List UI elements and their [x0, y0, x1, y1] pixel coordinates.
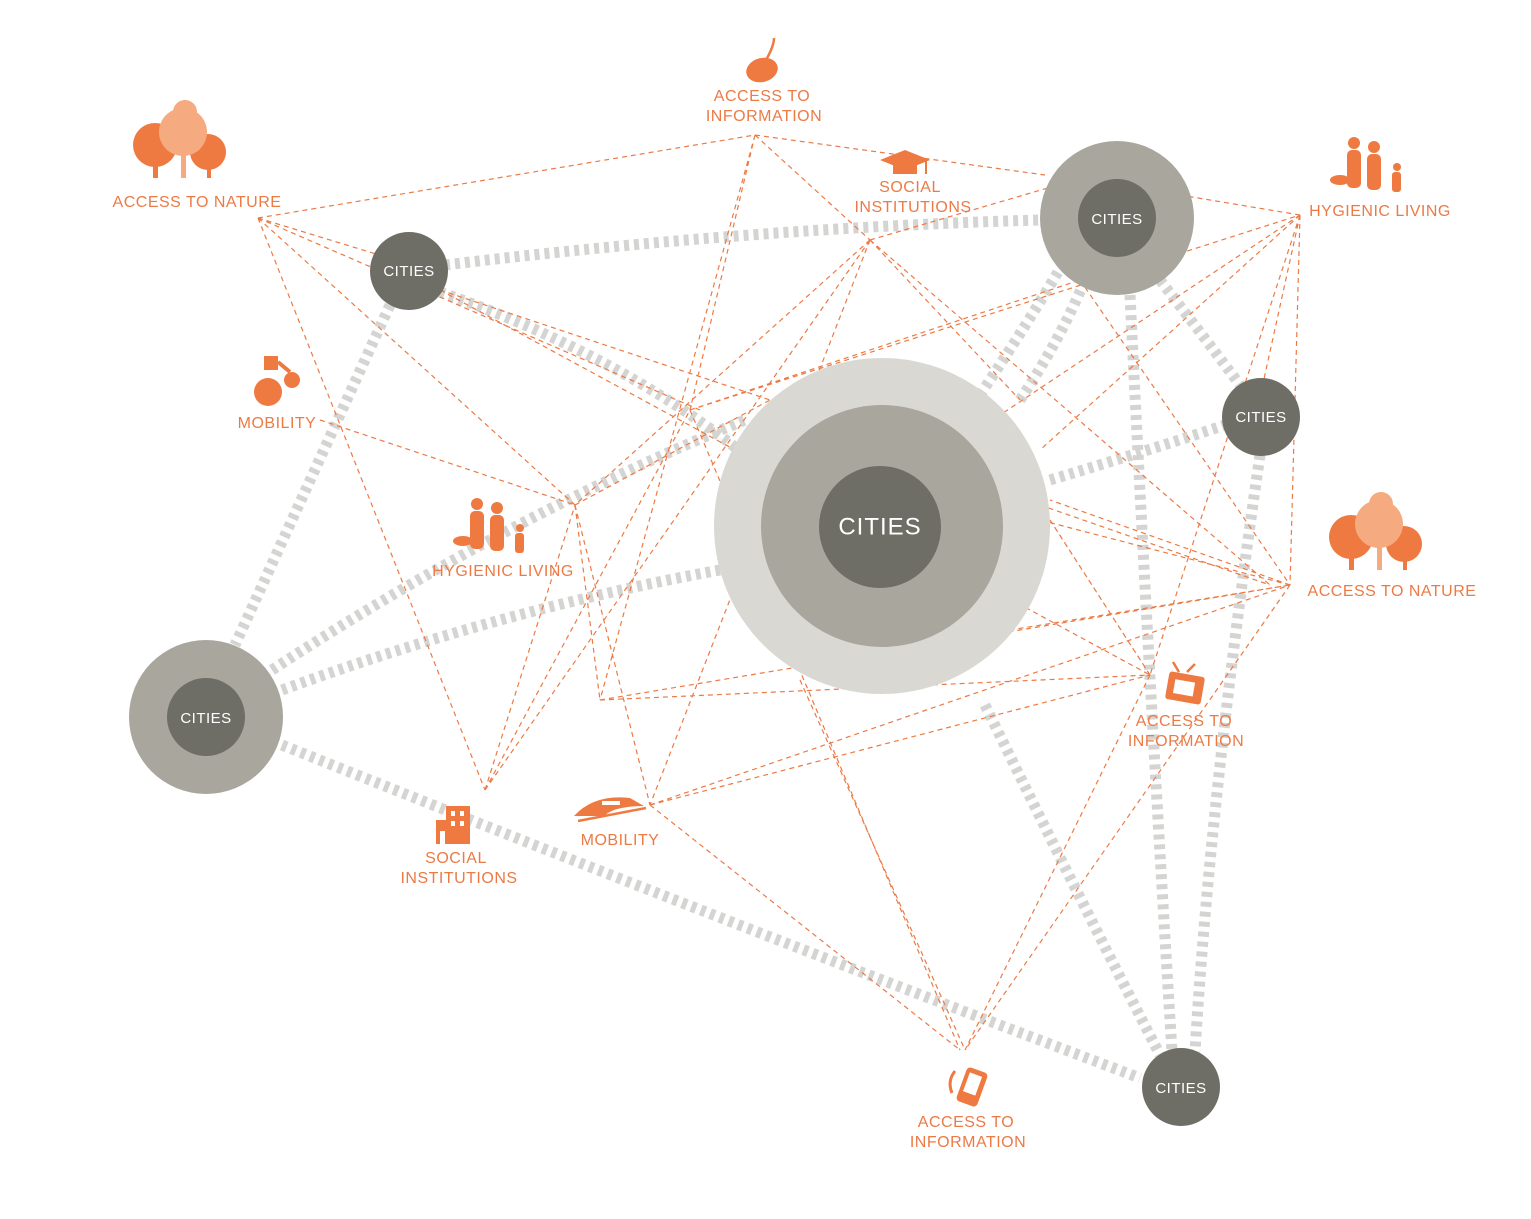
city-link	[280, 564, 721, 696]
city-label: CITIES	[838, 513, 921, 540]
city-label: CITIES	[383, 263, 434, 280]
city-link	[1048, 419, 1227, 486]
city-link	[980, 702, 1165, 1058]
theme-label: SOCIAL	[879, 179, 941, 196]
city-label: CITIES	[180, 710, 231, 727]
theme-label: HYGIENIC LIVING	[1309, 203, 1451, 220]
theme-label: MOBILITY	[238, 415, 317, 432]
theme-label: ACCESS TO	[1136, 713, 1232, 730]
city-node-left: CITIES	[129, 640, 283, 794]
theme-label: ACCESS TO	[714, 88, 810, 105]
theme-label: SOCIAL	[425, 850, 487, 867]
city-label: CITIES	[1091, 211, 1142, 228]
city-node-center: CITIES	[714, 358, 1050, 694]
scooter-icon	[254, 356, 300, 406]
city-link	[1124, 294, 1178, 1053]
theme-label: INFORMATION	[1128, 733, 1244, 750]
television-icon	[1165, 661, 1205, 705]
city-link	[975, 257, 1070, 399]
building-icon	[436, 806, 470, 844]
computer-mouse-icon	[746, 37, 778, 83]
train-icon	[574, 797, 647, 823]
city-links	[229, 214, 1266, 1084]
theme-label: ACCESS TO	[918, 1114, 1014, 1131]
family-icon	[1330, 137, 1401, 192]
city-label: CITIES	[1235, 409, 1286, 426]
trees-icon	[1329, 492, 1422, 570]
theme-label: ACCESS TO NATURE	[113, 194, 282, 211]
city-link	[1189, 454, 1266, 1053]
theme-label: INFORMATION	[706, 108, 822, 125]
city-link	[268, 414, 748, 675]
phone-icon	[948, 1067, 988, 1107]
theme-label: ACCESS TO NATURE	[1308, 583, 1477, 600]
city-link	[1155, 276, 1245, 389]
city-node-bottom-right: CITIES	[1142, 1048, 1220, 1126]
theme-links	[257, 134, 1301, 1051]
city-label: CITIES	[1155, 1080, 1206, 1097]
theme-label: INFORMATION	[910, 1134, 1026, 1151]
city-node-right: CITIES	[1222, 378, 1300, 456]
theme-link	[257, 134, 1301, 1051]
city-node-top-left: CITIES	[370, 232, 448, 310]
theme-label: HYGIENIC LIVING	[432, 563, 574, 580]
trees-icon	[133, 100, 226, 178]
theme-label: MOBILITY	[581, 832, 660, 849]
theme-label: INSTITUTIONS	[400, 870, 517, 887]
family-icon	[453, 498, 524, 553]
city-link	[279, 739, 1142, 1084]
city-link	[444, 214, 1041, 271]
city-link	[229, 302, 396, 648]
theme-label: INSTITUTIONS	[854, 199, 971, 216]
city-node-top-right: CITIES	[1040, 141, 1194, 295]
city-link	[1015, 277, 1091, 404]
graduation-cap-icon	[880, 150, 930, 174]
